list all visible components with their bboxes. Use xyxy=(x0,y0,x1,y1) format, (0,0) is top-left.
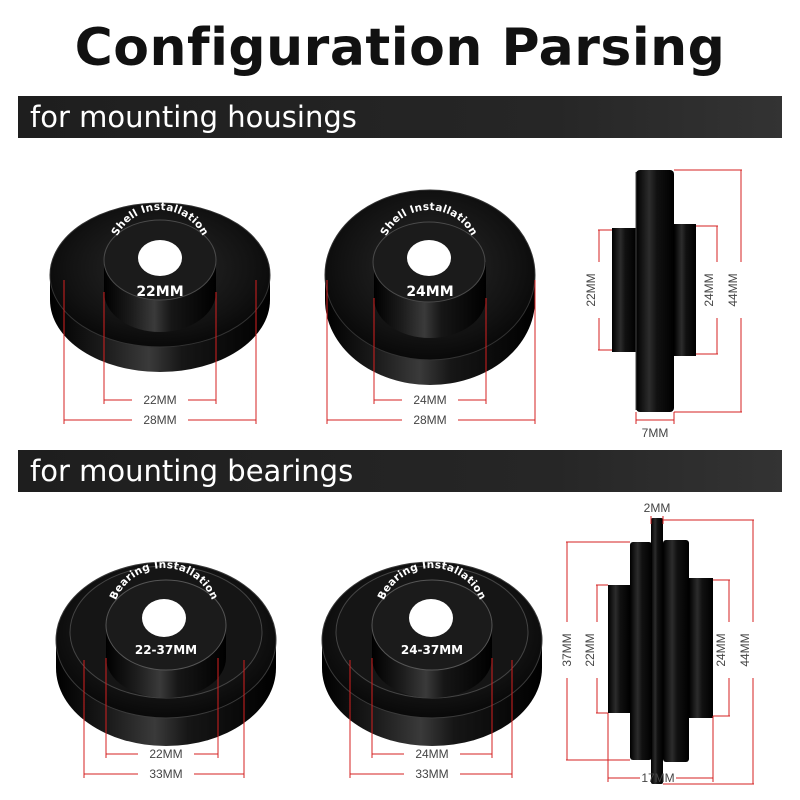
dim-width: 17MM xyxy=(641,771,674,785)
housing-tool-22mm: Shell Installation 22MM xyxy=(49,201,271,372)
dim-width: 7MM xyxy=(642,426,669,440)
dim-height: 44MM xyxy=(726,273,740,306)
page-title: Configuration Parsing xyxy=(74,18,726,78)
dimension-side-view-2: 2MM 37MM 22MM 24MM 44MM 17MM xyxy=(560,501,754,785)
dim-outer: 33MM xyxy=(415,767,448,781)
part-label: 22MM xyxy=(136,284,183,300)
dimension-side-view-1: 22MM 24MM 44MM 7MM xyxy=(584,169,742,440)
bearing-tool-22-37mm: Bearing Installation 22-37MM xyxy=(55,559,277,746)
dimension-part-2: 24MM 28MM xyxy=(326,280,536,427)
section-heading: for mounting housings xyxy=(30,100,357,134)
dim-inner: 22MM xyxy=(143,393,176,407)
dim-inner: 22MM xyxy=(149,747,182,761)
part-label: 24MM xyxy=(406,284,453,300)
dimension-part-4: 24MM 33MM xyxy=(349,658,513,781)
dim-inner: 24MM xyxy=(415,747,448,761)
housing-tool-24mm: Shell Installation 24MM xyxy=(324,189,536,385)
dim-right: 24MM xyxy=(702,273,716,306)
dim-left: 22MM xyxy=(584,273,598,306)
dim-outer: 28MM xyxy=(413,413,446,427)
part-label: 22-37MM xyxy=(135,643,197,657)
section-header-bearings: for mounting bearings xyxy=(18,450,782,492)
section-heading: for mounting bearings xyxy=(30,454,354,488)
dim-left-outer: 37MM xyxy=(560,633,574,666)
dim-outer: 33MM xyxy=(149,767,182,781)
dim-height: 44MM xyxy=(738,633,752,666)
part-label: 24-37MM xyxy=(401,643,463,657)
section-header-housings: for mounting housings xyxy=(18,96,782,138)
bearing-tool-24-37mm: Bearing Installation 24-37MM xyxy=(321,559,543,746)
dim-left-inner: 22MM xyxy=(583,633,597,666)
dim-outer: 28MM xyxy=(143,413,176,427)
dim-inner: 24MM xyxy=(413,393,446,407)
dimension-part-1: 22MM 28MM xyxy=(63,280,257,427)
bearing-tool-side-view xyxy=(608,518,713,784)
housing-tool-side-view xyxy=(612,170,696,412)
dimension-part-3: 22MM 33MM xyxy=(83,658,245,781)
dim-right-inner: 24MM xyxy=(714,633,728,666)
dim-top: 2MM xyxy=(644,501,671,515)
